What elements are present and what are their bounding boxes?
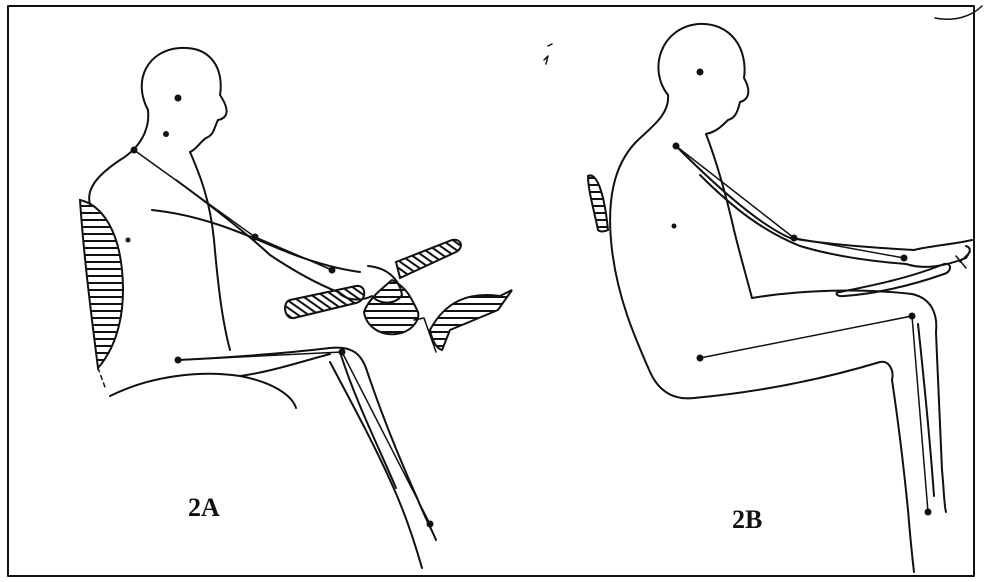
landmark-chest-2a bbox=[126, 238, 131, 243]
torso-front-2a bbox=[190, 152, 230, 350]
landmark-chest-2b bbox=[672, 224, 677, 229]
panel-label-2a: 2A bbox=[188, 493, 220, 522]
arm-upper-2a bbox=[152, 210, 360, 272]
panel-2a: 2A bbox=[80, 48, 512, 568]
backrest-2b bbox=[588, 175, 608, 231]
seat-2a bbox=[110, 374, 296, 408]
head-2a bbox=[142, 48, 227, 152]
shin-front-2b bbox=[936, 332, 946, 512]
landmark-hip-2b bbox=[697, 355, 704, 362]
segment-neck-elbow-2b bbox=[676, 146, 794, 238]
armrest-bar-upper-2a bbox=[396, 240, 461, 278]
landmark-head-2a bbox=[175, 95, 182, 102]
landmark-ankle-2a bbox=[427, 521, 434, 528]
thigh-bottom-2b bbox=[694, 362, 893, 398]
backrest-dash-2a bbox=[98, 368, 106, 390]
landmark-elbow-2b bbox=[791, 235, 798, 242]
landmark-knee-2b bbox=[909, 313, 916, 320]
segment-hip-knee-2a bbox=[178, 352, 342, 360]
panel-label-2b: 2B bbox=[732, 505, 762, 534]
back-2b bbox=[610, 95, 694, 398]
panel-2b: 2B bbox=[588, 24, 972, 572]
stray-mark bbox=[544, 44, 552, 64]
wheel-hub-2a bbox=[364, 280, 418, 334]
shin-back-2a bbox=[330, 362, 422, 568]
arm-upper-2b bbox=[678, 148, 914, 250]
landmark-knee-2a bbox=[339, 349, 346, 356]
landmark-wrist-2a bbox=[329, 267, 336, 274]
landmark-shoulder-2b bbox=[673, 143, 680, 150]
landmark-shoulder-2a bbox=[131, 147, 138, 154]
backrest-2a bbox=[80, 200, 123, 368]
landmark-elbow-2a bbox=[252, 234, 259, 241]
segment-hip-knee-2b bbox=[700, 316, 912, 358]
thigh-under-2a bbox=[240, 354, 330, 376]
landmark-hip-2a bbox=[175, 357, 182, 364]
back-2a bbox=[89, 110, 148, 204]
pedal-block-2a bbox=[430, 290, 512, 350]
segment-elbow-wrist-2a bbox=[255, 237, 332, 270]
armrest-bar-lower-2a bbox=[285, 286, 364, 318]
thigh-2a bbox=[178, 348, 366, 368]
segment-knee-ankle-2a bbox=[342, 352, 430, 524]
head-2b bbox=[658, 24, 748, 134]
landmark-wrist-2b bbox=[901, 255, 908, 262]
landmark-head-2b bbox=[697, 69, 704, 76]
shin-back-2b bbox=[892, 380, 914, 572]
landmark-neck-2a bbox=[163, 131, 169, 137]
landmark-ankle-2b bbox=[925, 509, 932, 516]
